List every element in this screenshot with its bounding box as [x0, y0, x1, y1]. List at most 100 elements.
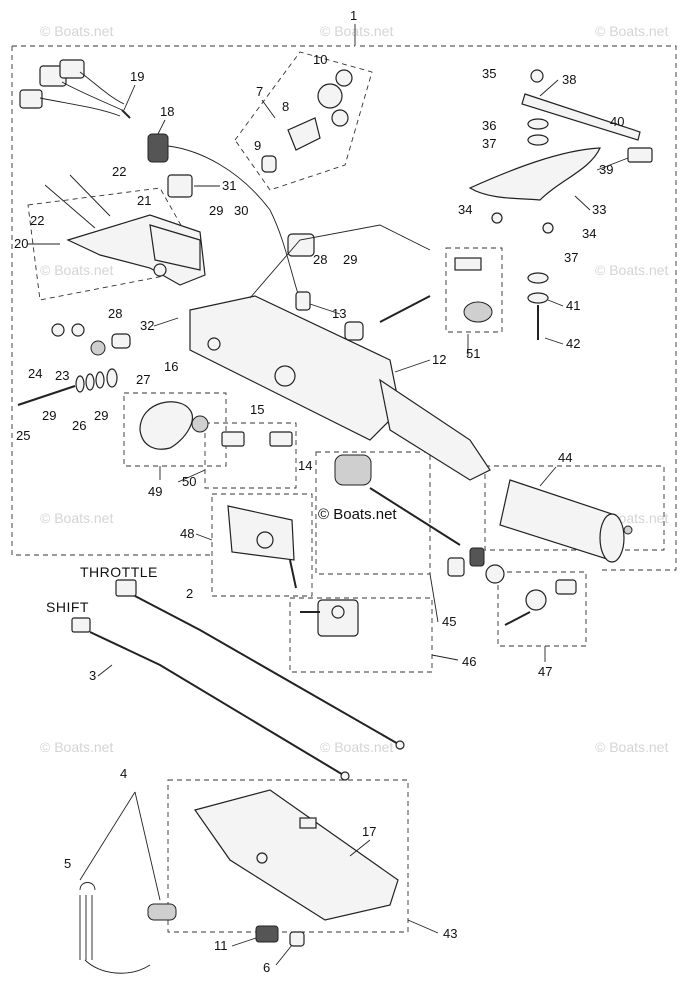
watermark: © Boats.net	[40, 23, 113, 39]
callout-32: 32	[140, 318, 154, 333]
leader-lines	[28, 79, 629, 966]
throttle-shaft	[334, 454, 505, 584]
stop-switch-assy	[255, 925, 305, 947]
callout-47: 47	[538, 664, 552, 679]
callout-41: 41	[566, 298, 580, 313]
tiller-handle	[189, 224, 491, 481]
watermark: © Boats.net	[595, 739, 668, 755]
callout-37b: 37	[564, 250, 578, 265]
callout-22b: 22	[30, 213, 44, 228]
callout-5: 5	[64, 856, 71, 871]
group-44-box	[484, 465, 665, 551]
callout-37: 37	[482, 136, 496, 151]
callout-20: 20	[14, 236, 28, 251]
callout-28b: 28	[313, 252, 327, 267]
group-50-box	[204, 422, 297, 489]
callout-40: 40	[610, 114, 624, 129]
callout-17: 17	[362, 824, 376, 839]
callout-3: 3	[89, 668, 96, 683]
shift-label: SHIFT	[46, 599, 89, 615]
steering-bracket	[44, 174, 206, 286]
watermark: © Boats.net	[40, 510, 113, 526]
callout-35: 35	[482, 66, 496, 81]
watermark: © Boats.net	[320, 739, 393, 755]
callout-12: 12	[432, 352, 446, 367]
callout-38: 38	[562, 72, 576, 87]
throttle-label: THROTTLE	[80, 564, 158, 580]
callout-2: 2	[186, 586, 193, 601]
callout-18: 18	[160, 104, 174, 119]
callout-28: 28	[108, 306, 122, 321]
callout-29c: 29	[42, 408, 56, 423]
callout-24: 24	[28, 366, 42, 381]
callout-49: 49	[148, 484, 162, 499]
group-7-box	[234, 51, 373, 191]
group-43-box	[167, 779, 409, 933]
callout-23: 23	[55, 368, 69, 383]
callout-33: 33	[592, 202, 606, 217]
group-51-box	[445, 247, 503, 333]
shift-bracket	[227, 505, 297, 589]
callout-1: 1	[350, 8, 357, 23]
assembly-frame	[11, 45, 677, 571]
friction-plate-set	[468, 69, 653, 340]
callout-11: 11	[214, 938, 228, 953]
wiring-harness	[19, 59, 131, 119]
callout-34: 34	[458, 202, 472, 217]
tilt-grip	[139, 401, 293, 450]
callout-48: 48	[180, 526, 194, 541]
callout-50: 50	[182, 474, 196, 489]
group-20-box	[27, 187, 206, 301]
callout-22: 22	[112, 164, 126, 179]
throttle-link	[504, 579, 577, 626]
group-49-box	[123, 392, 227, 467]
callout-27: 27	[136, 372, 150, 387]
callout-30: 30	[234, 203, 248, 218]
callout-19: 19	[130, 69, 144, 84]
callout-14: 14	[298, 458, 312, 473]
group-47-box	[497, 571, 587, 647]
watermark: © Boats.net	[40, 739, 113, 755]
callout-36: 36	[482, 118, 496, 133]
callouts: 1 2 3 4 5 6 7 8 9 10 11 12 13 14 15 16 1…	[14, 8, 624, 975]
callout-29b: 29	[343, 252, 357, 267]
callout-10: 10	[313, 52, 327, 67]
callout-34b: 34	[582, 226, 596, 241]
callout-51: 51	[466, 346, 480, 361]
callout-4: 4	[120, 766, 127, 781]
callout-15: 15	[250, 402, 264, 417]
callout-29d: 29	[94, 408, 108, 423]
shift-cable	[71, 617, 350, 781]
group-48-box	[211, 493, 313, 597]
grommet	[147, 133, 301, 301]
center-watermark: © Boats.net	[318, 506, 397, 523]
callout-21: 21	[137, 193, 151, 208]
callout-26: 26	[72, 418, 86, 433]
shift-lever	[300, 599, 359, 637]
stop-lanyard	[79, 882, 177, 974]
callout-8: 8	[282, 99, 289, 114]
callout-46: 46	[462, 654, 476, 669]
callout-42: 42	[566, 336, 580, 351]
callout-6: 6	[263, 960, 270, 975]
throttle-grip	[499, 479, 633, 563]
callout-31: 31	[222, 178, 236, 193]
throttle-cable	[115, 579, 405, 750]
callout-16: 16	[164, 359, 178, 374]
stop-switch	[344, 257, 493, 341]
watermark: © Boats.net	[595, 23, 668, 39]
watermark: © Boats.net	[40, 262, 113, 278]
callout-9: 9	[254, 138, 261, 153]
watermark: © Boats.net	[320, 23, 393, 39]
fastener-stack	[17, 323, 131, 406]
callout-25: 25	[16, 428, 30, 443]
key-switch-set	[261, 69, 353, 257]
lower-cover	[194, 789, 399, 921]
watermark: © Boats.net	[595, 262, 668, 278]
callout-44: 44	[558, 450, 572, 465]
callout-45: 45	[442, 614, 456, 629]
callout-7: 7	[256, 84, 263, 99]
callout-29: 29	[209, 203, 223, 218]
callout-43: 43	[443, 926, 457, 941]
